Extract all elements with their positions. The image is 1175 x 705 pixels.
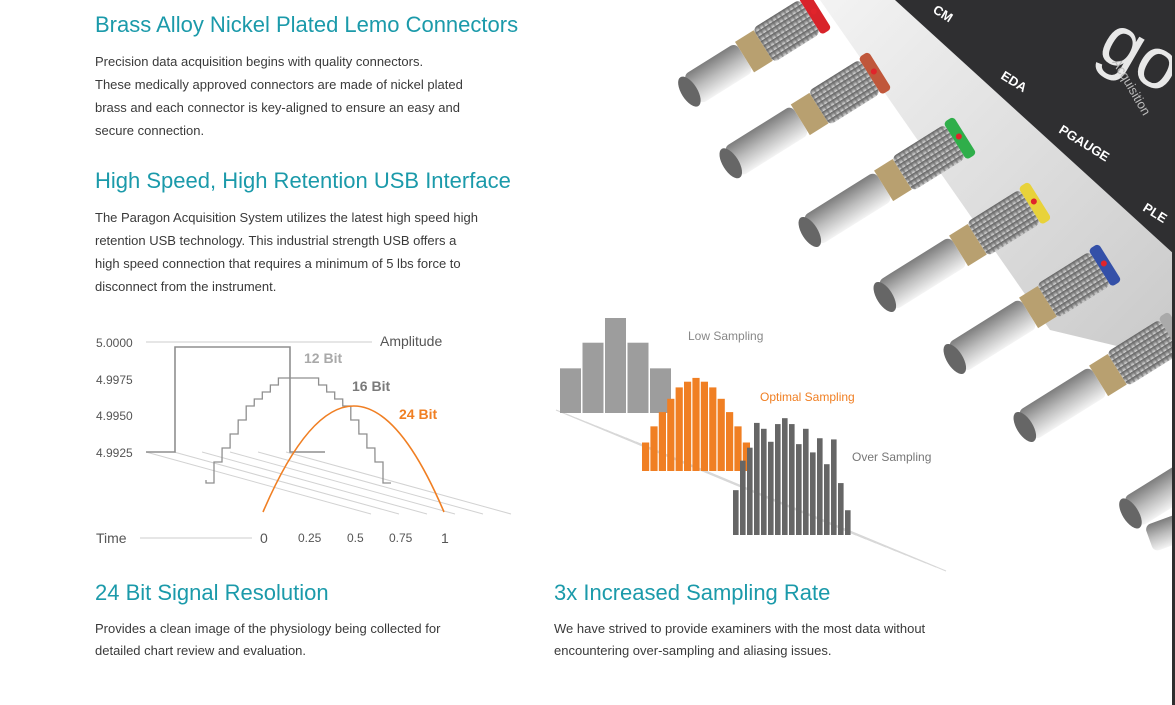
label-12bit: 12 Bit [304, 350, 342, 366]
connector-plug-8 [1146, 503, 1175, 551]
connectors-line-4: secure connection. [95, 123, 205, 138]
label-over-sampling: Over Sampling [852, 450, 931, 464]
resolution-guide-line [285, 451, 512, 515]
over-sampling-bar [810, 452, 816, 535]
optimal-sampling-bar [692, 377, 700, 471]
optimal-sampling-bar [650, 426, 658, 471]
over-sampling-bar [796, 444, 802, 535]
series-12bit-line [146, 346, 325, 453]
device-body [895, 0, 1175, 255]
resolution-line-1: Provides a clean image of the physiology… [95, 621, 441, 636]
resolution-guide-line [173, 451, 400, 515]
low-sampling-bar [560, 368, 581, 413]
low-sampling-bar [605, 318, 626, 413]
optimal-sampling-bar [667, 398, 675, 471]
optimal-sampling-bar [658, 412, 666, 471]
over-sampling-bar [768, 441, 774, 535]
sampling-line-1: We have strived to provide examiners wit… [554, 621, 926, 636]
optimal-sampling-bar [684, 381, 692, 471]
resolution-guide-line [229, 451, 456, 515]
amplitude-label: Amplitude [380, 333, 442, 349]
optimal-sampling-bar [642, 442, 650, 471]
over-sampling-bar [824, 464, 830, 535]
resolution-heading: 24 Bit Signal Resolution [95, 580, 329, 605]
optimal-sampling-bar [717, 398, 725, 471]
connectors-description: Precision data acquisition begins with q… [95, 50, 463, 142]
optimal-sampling-bar [675, 387, 683, 471]
over-sampling-bar [838, 483, 844, 535]
optimal-sampling-bar [742, 442, 750, 471]
usb-line-2: retention USB technology. This industria… [95, 233, 457, 248]
x-tick-0: 0 [260, 530, 268, 546]
y-tick-2: 4.9975 [96, 373, 133, 387]
resolution-guide-line [145, 451, 372, 515]
series-24bit-line [262, 405, 445, 513]
sampling-heading: 3x Increased Sampling Rate [554, 580, 831, 605]
resolution-line-2: detailed chart review and evaluation. [95, 643, 307, 658]
series-16bit-line [205, 377, 391, 484]
connectors-heading: Brass Alloy Nickel Plated Lemo Connector… [95, 12, 519, 37]
x-tick-025: 0.25 [298, 531, 322, 545]
low-sampling-bar [582, 342, 604, 413]
over-sampling-bar [845, 510, 851, 535]
optimal-sampling-bar [700, 381, 708, 471]
usb-description: The Paragon Acquisition System utilizes … [95, 206, 478, 298]
usb-line-4: disconnect from the instrument. [95, 279, 277, 294]
over-sampling-bar [761, 428, 767, 535]
optimal-sampling-bar [726, 412, 734, 471]
sampling-line-2: encountering over-sampling and aliasing … [554, 643, 832, 658]
connector-plug-1 [678, 0, 831, 107]
label-16bit: 16 Bit [352, 378, 390, 394]
over-sampling-bar [754, 422, 760, 535]
x-tick-075: 0.75 [389, 531, 413, 545]
label-24bit: 24 Bit [399, 406, 437, 422]
resolution-guide-line [201, 451, 428, 515]
over-sampling-bar [803, 428, 809, 535]
connector-plug-2 [719, 52, 891, 179]
over-sampling-bar [789, 424, 795, 535]
usb-line-1: The Paragon Acquisition System utilizes … [95, 210, 479, 225]
over-sampling-bar [831, 439, 837, 535]
connectors-line-2: These medically approved connectors are … [95, 77, 463, 92]
over-sampling-bar [782, 418, 788, 535]
y-tick-1: 5.0000 [96, 336, 133, 350]
resolution-guide-line [257, 451, 484, 515]
optimal-sampling-bar [734, 426, 742, 471]
low-sampling-bar [627, 342, 649, 413]
y-tick-4: 4.9925 [96, 446, 133, 460]
optimal-sampling-bar [709, 387, 717, 471]
connectors-line-1: Precision data acquisition begins with q… [95, 54, 424, 69]
over-sampling-bar [817, 438, 823, 535]
over-sampling-bar [733, 490, 739, 535]
x-tick-1: 1 [441, 530, 449, 546]
connector-plug-3 [798, 117, 976, 248]
low-sampling-bar [650, 368, 671, 413]
connectors-line-3: brass and each connector is key-aligned … [95, 100, 460, 115]
connector-plug-5 [943, 244, 1121, 375]
usb-line-3: high speed connection that requires a mi… [95, 256, 461, 271]
over-sampling-bar [747, 447, 753, 535]
y-tick-3: 4.9950 [96, 409, 133, 423]
over-sampling-bar [740, 460, 746, 535]
label-optimal-sampling: Optimal Sampling [760, 390, 855, 404]
x-tick-05: 0.5 [347, 531, 364, 545]
usb-heading: High Speed, High Retention USB Interface [95, 168, 511, 193]
connector-plug-7 [1119, 457, 1175, 529]
sampling-description: We have strived to provide examiners wit… [554, 618, 925, 662]
time-label: Time [96, 530, 127, 546]
page-scrollbar-edge [1172, 0, 1175, 705]
resolution-description: Provides a clean image of the physiology… [95, 618, 440, 662]
label-low-sampling: Low Sampling [688, 329, 763, 343]
over-sampling-bar [775, 424, 781, 535]
connector-plug-4 [873, 182, 1051, 313]
